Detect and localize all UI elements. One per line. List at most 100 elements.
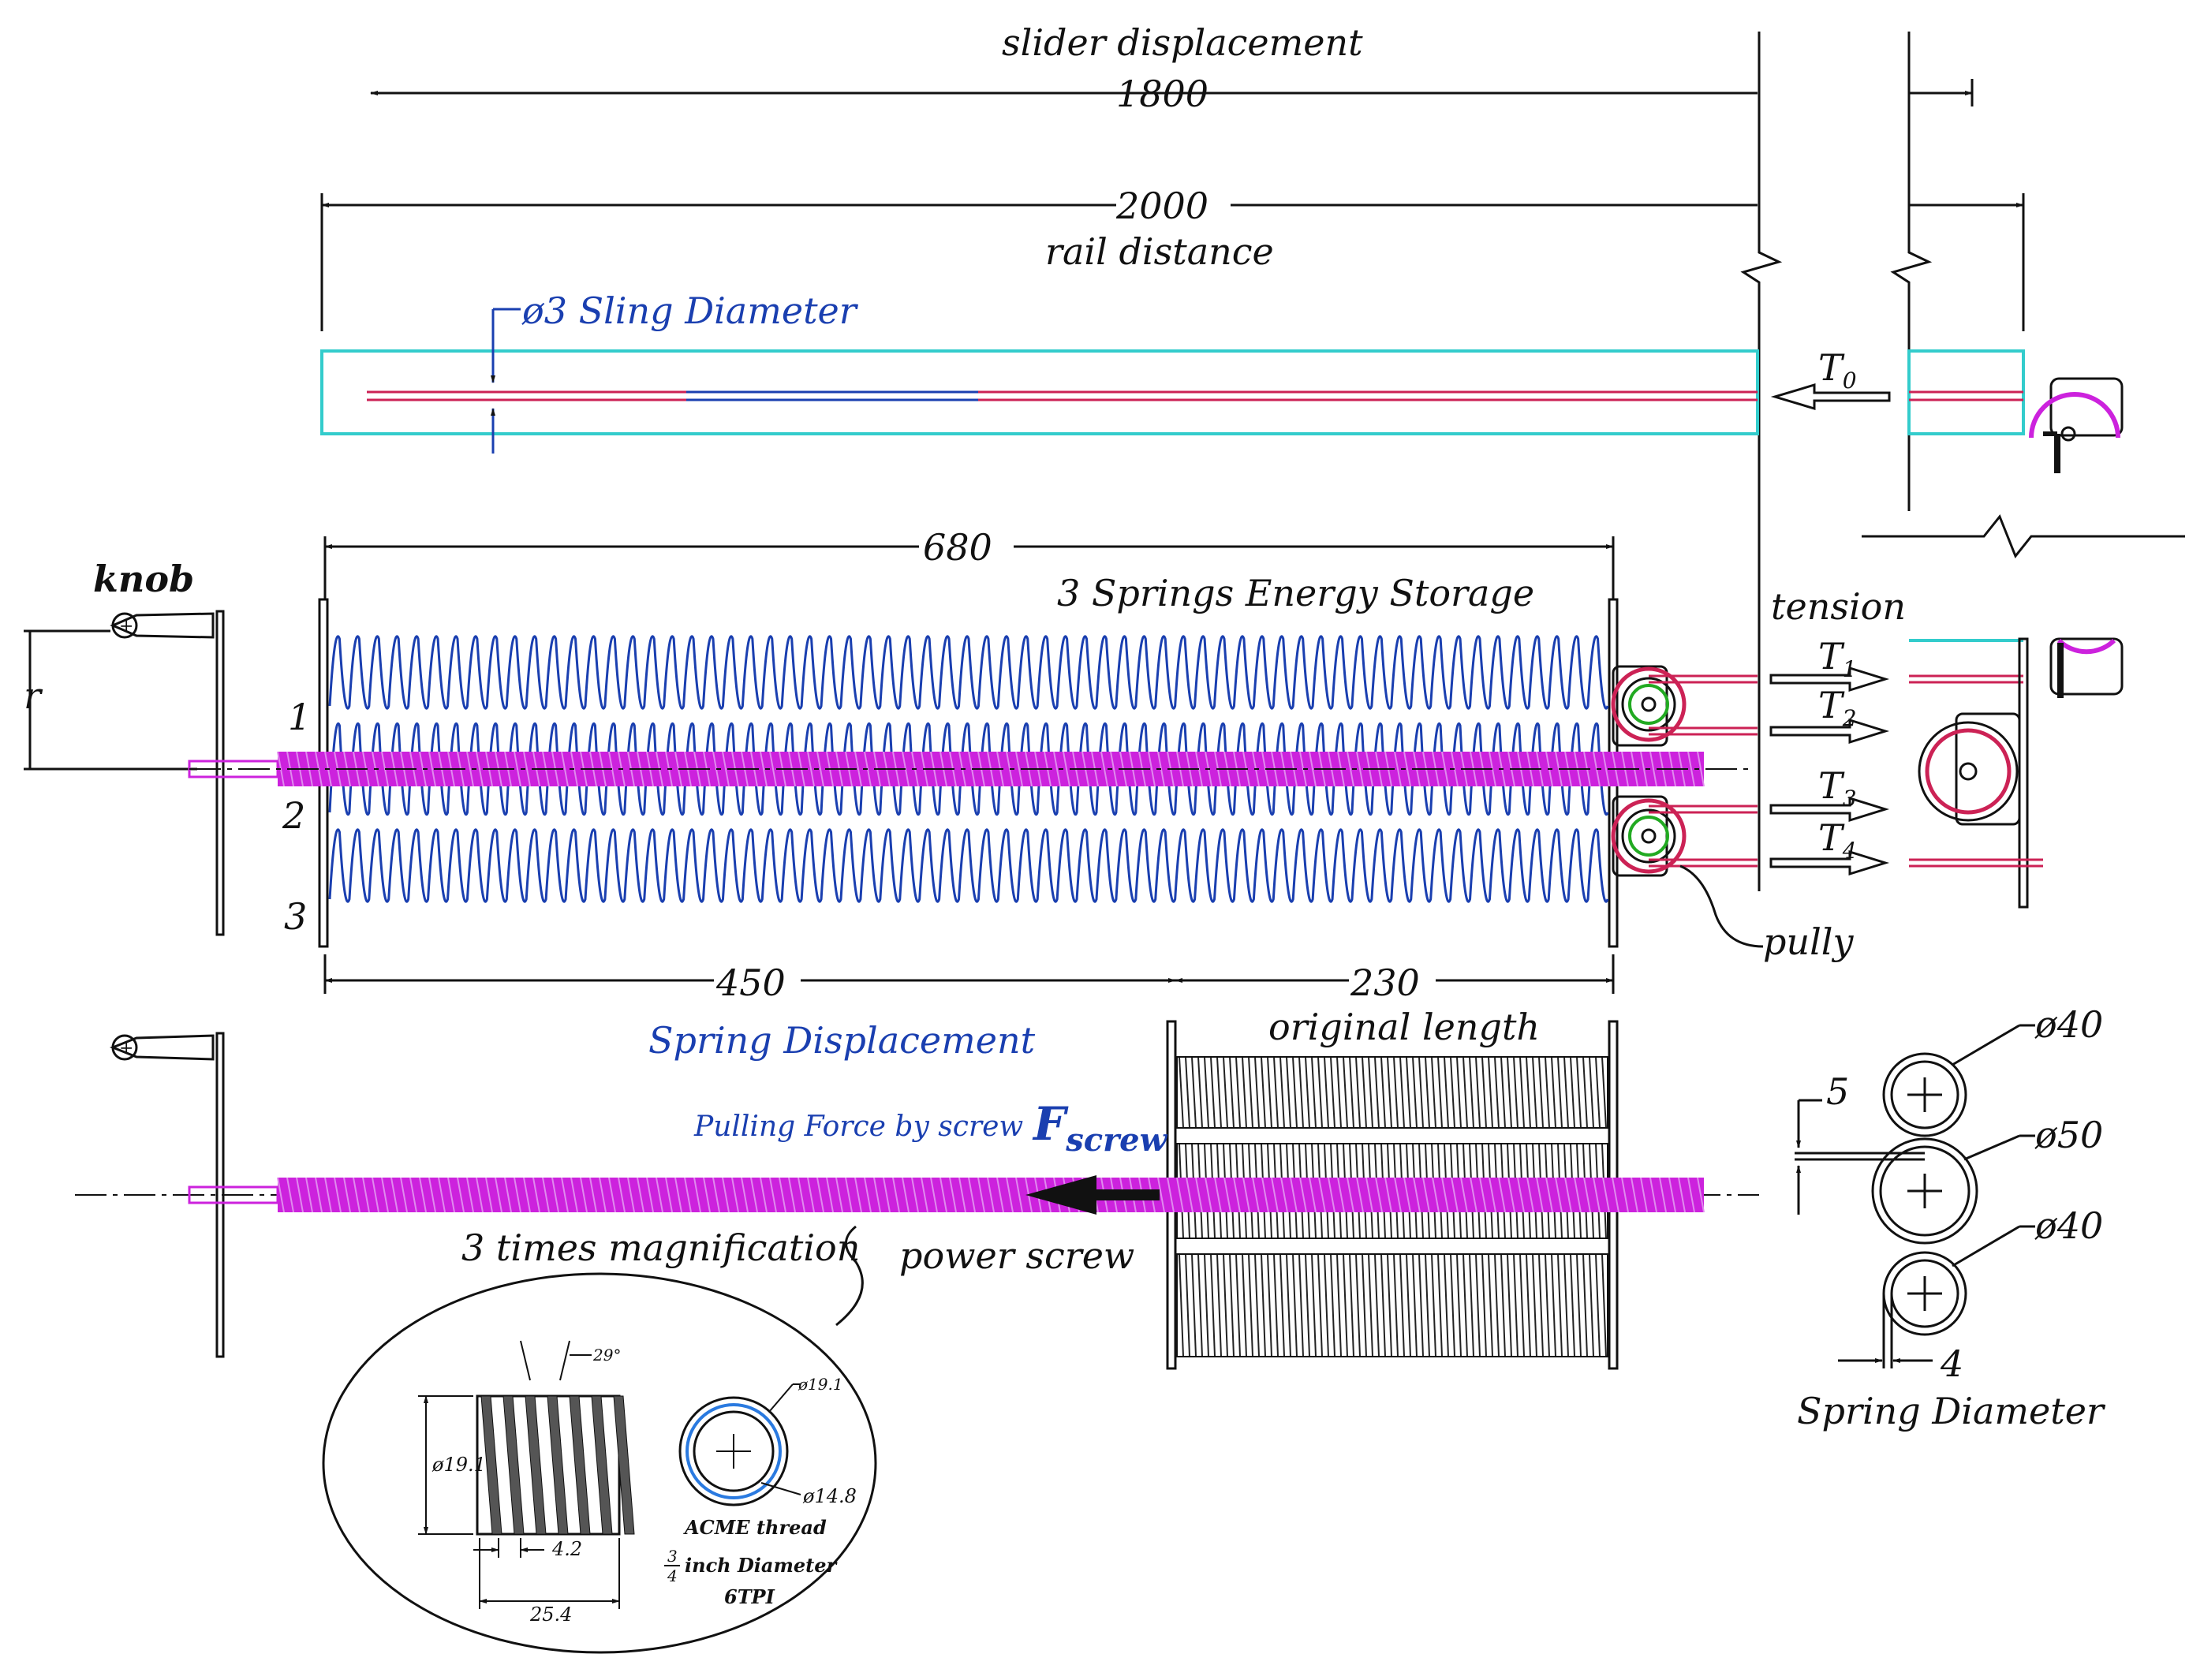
screw-bottom-tooth [1356,1177,1364,1213]
screw-bottom-tooth [495,1177,502,1213]
screw-bottom-tooth [826,1177,834,1213]
screw-bottom-tooth [409,1177,417,1213]
screw-bottom-tooth [1365,1177,1373,1213]
compressed-coil-1 [1431,1056,1436,1129]
force-arrow [1025,1175,1160,1215]
compressed-coil-1 [1305,1056,1310,1129]
screw-bottom-tooth [476,1177,484,1213]
t0-arrow [1770,383,1891,411]
screw-bottom-tooth [892,1177,900,1213]
compressed-coil-3 [1298,1253,1304,1357]
screw-bottom-tooth [334,1177,342,1213]
screw-bottom-tooth [760,1177,768,1213]
compressed-coil-3 [1399,1253,1405,1357]
compressed-coil-1 [1545,1056,1550,1129]
screw-bottom-tooth [769,1177,777,1213]
screw-bottom-tooth [1536,1177,1544,1213]
compressed-coil-3 [1488,1253,1493,1357]
thread-flank [613,1395,635,1535]
slider-value: 1800 [1116,73,1208,115]
screw-bottom-tooth [731,1177,739,1213]
screw-bottom-tooth [599,1177,607,1213]
screw-bottom-tooth [296,1177,304,1213]
screw-bottom-tooth [1602,1177,1610,1213]
compressed-coil-1 [1273,1056,1279,1129]
screw-bottom-tooth [1621,1177,1629,1213]
screw-bottom-tooth [419,1177,427,1213]
screw-bottom-tooth [1015,1177,1023,1213]
svg-text:+: + [119,1039,133,1058]
screw-bottom-tooth [807,1177,815,1213]
screw-bottom-tooth [1403,1177,1411,1213]
screw-bottom-tooth [627,1177,635,1213]
fraction-denominator: 4 [667,1566,678,1585]
detail-length: 25.4 [529,1603,572,1626]
compressed-coil-3 [1387,1253,1392,1357]
screw-bottom-tooth [883,1177,891,1213]
screw-bottom-tooth [438,1177,446,1213]
compressed-coil-1 [1349,1056,1354,1129]
screw-bottom-tooth [1214,1177,1222,1213]
spring-number-1: 1 [288,696,311,738]
tension-arrow-2 [1769,718,1890,745]
compressed-coil-3 [1374,1253,1380,1357]
tension-t4: T4 [1818,816,1857,864]
screw-top-tooth [1356,751,1364,787]
screw-bottom-tooth [1186,1177,1194,1213]
screw-bottom-tooth [1299,1177,1307,1213]
spring-d2: ø50 [2034,1114,2103,1156]
compressed-coil-3 [1204,1253,1209,1357]
compressed-coil-3 [1267,1253,1272,1357]
compressed-coil-1 [1362,1056,1367,1129]
screw-bottom-tooth [1394,1177,1402,1213]
compressed-coil-1 [1185,1056,1190,1129]
spring-number-2: 2 [282,794,305,837]
compressed-coil-1 [1279,1056,1285,1129]
spring-gap-bottom: 4 [1940,1342,1963,1385]
screw-bottom-tooth [353,1177,360,1213]
compressed-coil-3 [1216,1253,1222,1357]
screw-top-tooth [1053,751,1061,787]
compressed-coil-3 [1254,1253,1260,1357]
screw-top-tooth [1394,751,1402,787]
compressed-coil-1 [1494,1056,1500,1129]
screw-bottom-tooth [1167,1177,1175,1213]
screw-bottom-tooth [589,1177,597,1213]
screw-bottom-tooth [1498,1177,1506,1213]
compressed-coil-3 [1557,1253,1563,1357]
screw-bottom-tooth [958,1177,966,1213]
compressed-coil-1 [1437,1056,1443,1129]
screw-bottom-tooth [779,1177,786,1213]
thread-profile [476,1394,635,1536]
tension-arrow-1 [1769,666,1890,693]
compressed-coil-1 [1216,1056,1222,1129]
compressed-coil-3 [1223,1253,1228,1357]
screw-bottom-tooth [1479,1177,1487,1213]
fraction-numerator: 3 [667,1547,678,1566]
compressed-coil-1 [1469,1056,1474,1129]
screw-bottom-tooth [1668,1177,1676,1213]
compressed-band-3 [1176,1253,1608,1357]
screw-bottom-tooth [542,1177,550,1213]
rail-dimension [320,193,2025,331]
original-length-label: original length [1268,1006,1540,1048]
compressed-coil-3 [1242,1253,1247,1357]
compressed-coil-3 [1431,1253,1436,1357]
section-d-outer: ø19.1 [798,1375,843,1394]
acme-label: ACME thread [683,1516,827,1539]
screw-bottom-tooth [1697,1177,1705,1213]
screw-top-tooth [1110,751,1118,787]
screw-bottom-tooth [1460,1177,1468,1213]
compressed-coil-3 [1273,1253,1279,1357]
compressed-coil-3 [1412,1253,1418,1357]
knob-top: + [24,610,225,936]
screw-bottom-tooth [674,1177,682,1213]
compressed-coil-1 [1387,1056,1392,1129]
compressed-coil-3 [1349,1253,1354,1357]
screw-bottom-tooth [447,1177,455,1213]
compressed-coil-3 [1330,1253,1335,1357]
thread-flank [480,1395,502,1535]
screw-bottom-tooth [466,1177,474,1213]
compressed-coil-1 [1254,1056,1260,1129]
screw-bottom-tooth [722,1177,730,1213]
